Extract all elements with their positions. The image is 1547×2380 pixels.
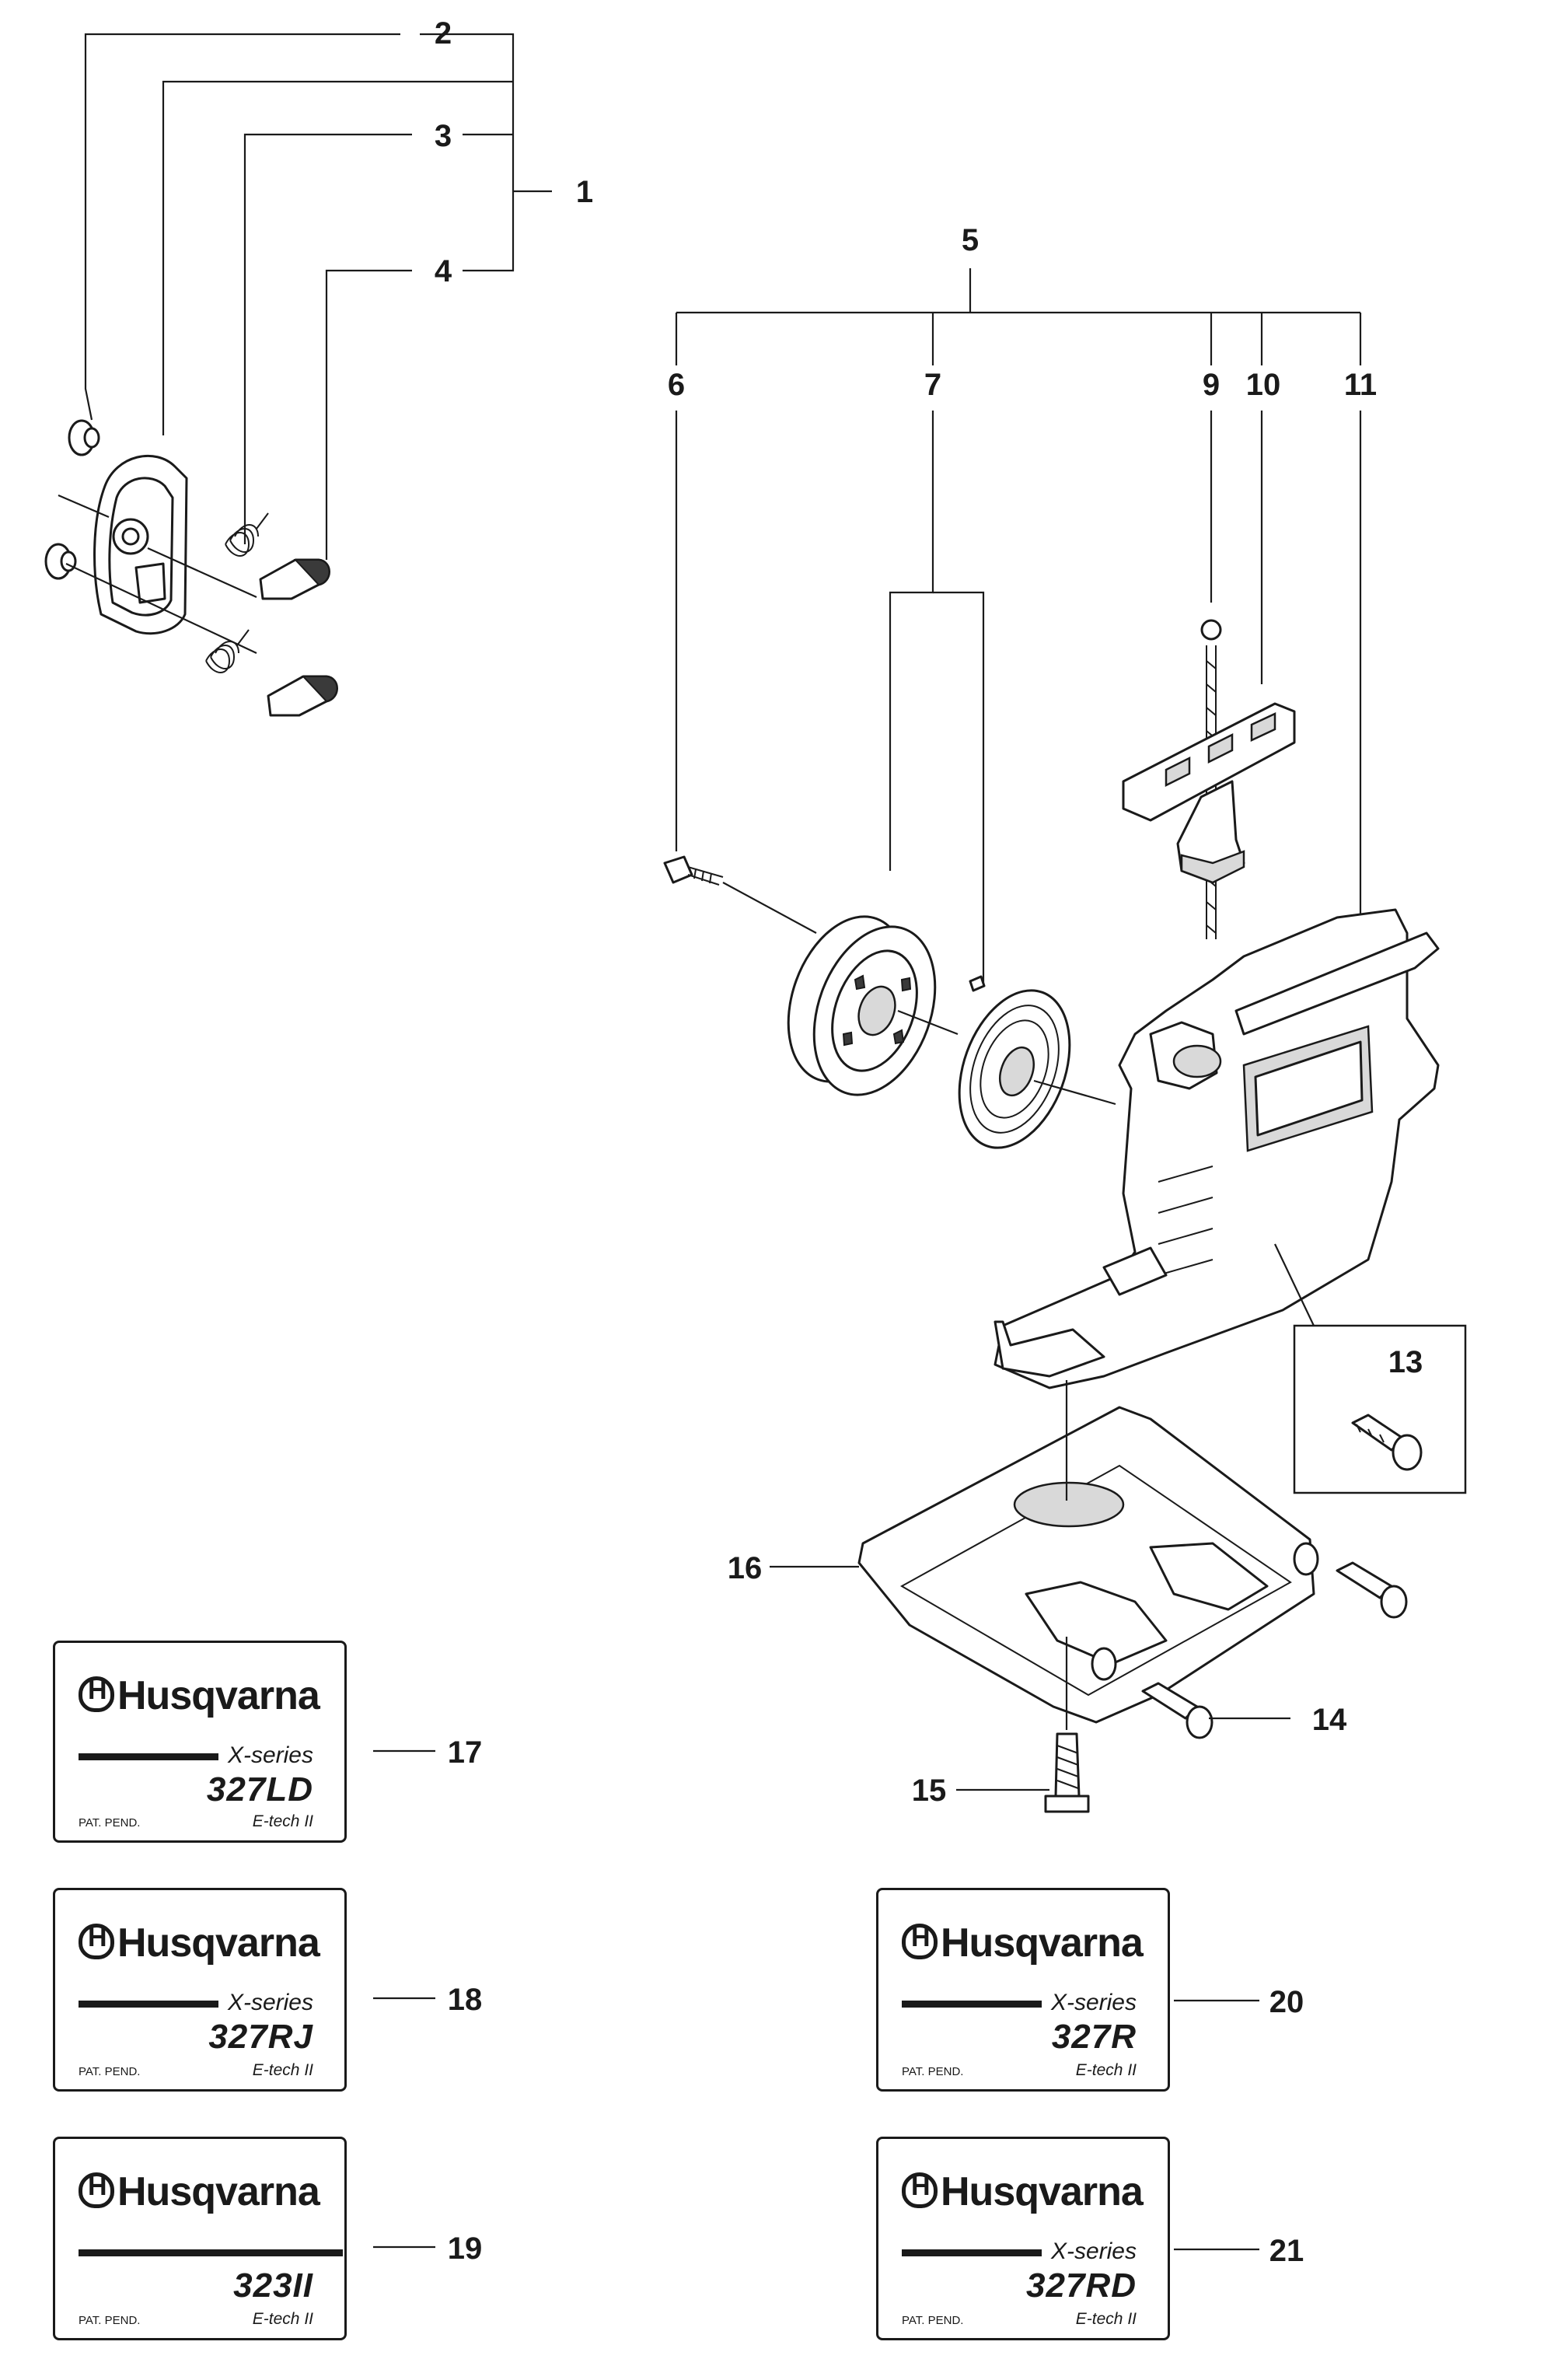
husqvarna-logo: Husqvarna: [902, 2169, 1144, 2215]
model-label: 327R: [1051, 2018, 1137, 2056]
patent-label: PAT. PEND.: [902, 2314, 964, 2327]
brand-name: Husqvarna: [117, 2169, 320, 2214]
callout-4: 4: [435, 254, 452, 288]
guard-plate-part: [857, 1380, 1319, 1724]
callout-17: 17: [448, 1735, 483, 1770]
callout-19: 19: [448, 2231, 483, 2266]
series-label: X-series: [1050, 2238, 1137, 2264]
decal-327rd: Husqvarna X-series 327RD PAT. PEND. E-te…: [876, 2137, 1170, 2340]
rope-pulley-part: [787, 915, 959, 1096]
callout-2: 2: [435, 16, 452, 51]
callout-1: 1: [576, 175, 593, 209]
starter-pawl-part: [259, 558, 338, 717]
callout-5: 5: [962, 223, 979, 257]
callout-11: 11: [1344, 368, 1377, 402]
brand-name: Husqvarna: [117, 1920, 320, 1966]
model-label: 323II: [233, 2266, 313, 2305]
recoil-spring-part: [958, 975, 1116, 1149]
husqvarna-crown-icon: [79, 1923, 114, 1959]
detail-inset-13: [1274, 1243, 1467, 1494]
leader-group-1: [84, 33, 552, 560]
decal-stripe: [79, 1753, 218, 1760]
decal-stripe: [79, 2001, 218, 2008]
patent-label: PAT. PEND.: [79, 2065, 141, 2078]
decal-stripe: [902, 2001, 1042, 2008]
model-label: 327RJ: [208, 2018, 313, 2056]
brand-name: Husqvarna: [117, 1673, 320, 1718]
brand-name: Husqvarna: [941, 2169, 1144, 2214]
leader-group-5: [675, 268, 1362, 986]
series-label: X-series: [227, 1742, 313, 1768]
pawl-spring-part: [205, 512, 269, 673]
callout-21: 21: [1269, 2234, 1304, 2268]
retaining-clip-part: [44, 419, 100, 580]
leaders-misc: [373, 1565, 1290, 2251]
patent-label: PAT. PEND.: [902, 2065, 964, 2078]
bolt-part: [1044, 1637, 1090, 1813]
decal-323ii: Husqvarna 323II PAT. PEND. E-tech II: [53, 2137, 347, 2340]
patent-label: PAT. PEND.: [79, 1816, 141, 1830]
callout-18: 18: [448, 1983, 483, 2017]
husqvarna-logo: Husqvarna: [79, 2169, 320, 2215]
callout-9: 9: [1203, 368, 1220, 402]
starter-screw-part: [663, 855, 817, 934]
etech-label: E-tech II: [1075, 2310, 1137, 2328]
husqvarna-logo: Husqvarna: [79, 1920, 320, 1966]
starter-pawl-housing-part: [58, 454, 257, 654]
husqvarna-crown-icon: [902, 1923, 938, 1959]
etech-label: E-tech II: [252, 2310, 313, 2328]
decal-327rj: Husqvarna X-series 327RJ PAT. PEND. E-te…: [53, 1888, 347, 2092]
series-label: X-series: [1050, 1990, 1137, 2015]
decal-stripe: [79, 2249, 343, 2256]
model-label: 327LD: [206, 1770, 313, 1809]
callout-6: 6: [668, 368, 685, 402]
callout-14: 14: [1312, 1703, 1347, 1737]
patent-label: PAT. PEND.: [79, 2314, 141, 2327]
callout-13: 13: [1388, 1345, 1423, 1379]
husqvarna-logo: Husqvarna: [79, 1672, 320, 1719]
callout-15: 15: [912, 1774, 947, 1808]
decal-stripe: [902, 2249, 1042, 2256]
brand-name: Husqvarna: [941, 1920, 1144, 1966]
husqvarna-crown-icon: [902, 2172, 938, 2208]
plate-screw-part: [1141, 1561, 1408, 1739]
callout-20: 20: [1269, 1985, 1304, 2019]
callout-10: 10: [1246, 368, 1281, 402]
callout-7: 7: [924, 368, 941, 402]
series-label: X-series: [227, 1990, 313, 2015]
etech-label: E-tech II: [252, 2061, 313, 2079]
etech-label: E-tech II: [252, 1812, 313, 1830]
starter-handle-part: [1122, 702, 1296, 884]
etech-label: E-tech II: [1075, 2061, 1137, 2079]
decal-327r: Husqvarna X-series 327R PAT. PEND. E-tec…: [876, 1888, 1170, 2092]
husqvarna-logo: Husqvarna: [902, 1920, 1144, 1966]
husqvarna-crown-icon: [79, 1676, 114, 1712]
decal-327ld: Husqvarna X-series 327LD PAT. PEND. E-te…: [53, 1641, 347, 1843]
model-label: 327RD: [1026, 2266, 1137, 2305]
callout-3: 3: [435, 119, 452, 153]
callout-16: 16: [728, 1551, 763, 1585]
starter-housing-part: [994, 908, 1440, 1389]
husqvarna-crown-icon: [79, 2172, 114, 2208]
